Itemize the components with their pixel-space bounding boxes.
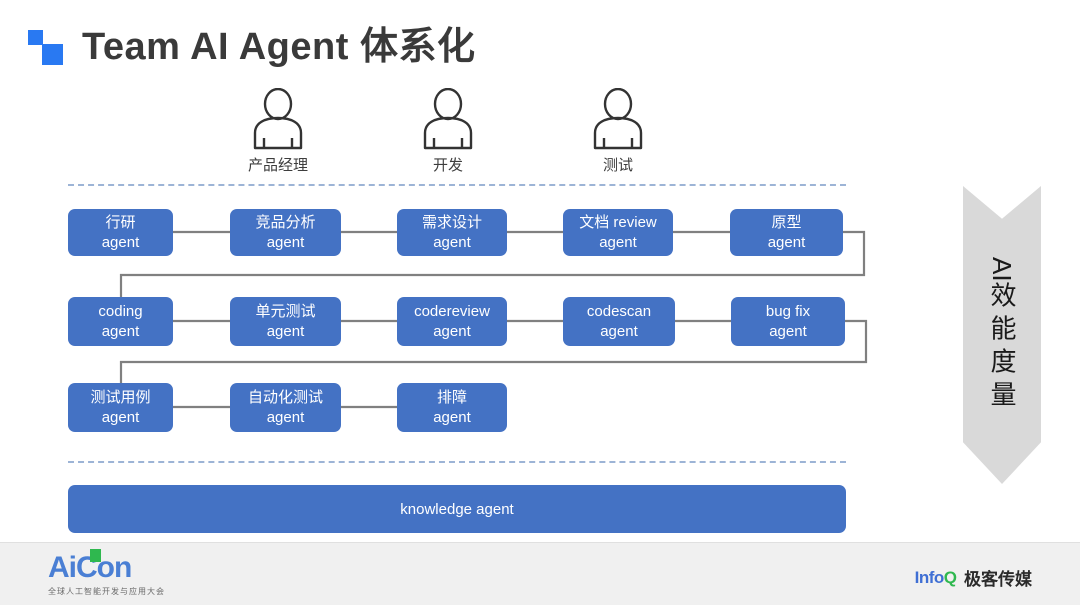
person-icon <box>253 88 303 150</box>
aicon-green-accent-icon <box>90 549 101 562</box>
separator-bottom <box>68 461 846 463</box>
infoq-info-text: Info <box>914 567 945 587</box>
geek-media-text: 极客传媒 <box>964 570 1032 589</box>
agent-box-line2: agent <box>266 408 305 426</box>
knowledge-agent-bar[interactable]: knowledge agent <box>68 485 846 533</box>
aicon-logo: AiCon 全球人工智能开发与应用大会 <box>48 549 165 597</box>
knowledge-agent-label: knowledge agent <box>400 500 514 518</box>
persona-development: 开发 <box>388 88 508 175</box>
page-title: Team AI Agent 体系化 <box>82 26 476 68</box>
agent-box-yuanxing[interactable]: 原型 agent <box>730 209 843 256</box>
agent-box-bugfix[interactable]: bug fix agent <box>731 297 845 346</box>
infoq-wordmark: InfoQ <box>915 568 957 588</box>
agent-box-line2: agent <box>266 322 305 340</box>
agent-box-line1: codescan <box>586 303 652 321</box>
agent-box-line2: agent <box>433 322 471 340</box>
agent-box-danyuanceshi[interactable]: 单元测试 agent <box>230 297 341 346</box>
arrow-text-stack: AI效能度量 <box>987 256 1017 414</box>
agent-box-wendang-review[interactable]: 文档 review agent <box>563 209 673 256</box>
logo-square-small <box>28 30 43 45</box>
agent-box-line1: 文档 review <box>579 214 657 232</box>
agent-box-line1: 自动化测试 <box>247 389 323 407</box>
agent-box-line1: 测试用例 <box>90 389 151 407</box>
agent-box-line2: agent <box>101 322 140 340</box>
title-row: Team AI Agent 体系化 <box>28 28 475 66</box>
agent-box-line1: codereview <box>414 303 490 321</box>
agent-box-line1: 竞品分析 <box>255 214 316 232</box>
aicon-tagline: 全球人工智能开发与应用大会 <box>48 587 165 596</box>
footer-bar: AiCon 全球人工智能开发与应用大会 InfoQ 极客传媒 <box>0 542 1080 605</box>
agent-box-jingpinfenxi[interactable]: 竞品分析 agent <box>230 209 341 256</box>
agent-box-line2: agent <box>433 233 471 251</box>
agent-box-line1: 排障 <box>436 389 467 407</box>
persona-label: 产品经理 <box>247 157 308 174</box>
arrow-text-cjk: 效能度量 <box>987 281 1017 414</box>
agent-box-ceshiyongli[interactable]: 测试用例 agent <box>68 383 173 432</box>
agent-box-line1: 行研 <box>105 214 136 232</box>
two-squares-logo-icon <box>28 30 64 65</box>
ai-metrics-arrow-text: AI效能度量 <box>963 186 1041 484</box>
agent-box-line2: agent <box>266 233 305 251</box>
person-icon <box>593 88 643 150</box>
agent-box-line2: agent <box>101 408 140 426</box>
agent-box-line2: agent <box>101 233 140 251</box>
agent-box-line2: agent <box>599 233 637 251</box>
agent-box-line1: 需求设计 <box>421 214 482 232</box>
separator-top <box>68 184 846 186</box>
agent-box-line1: bug fix <box>765 303 811 321</box>
arrow-text-latin: AI <box>987 256 1017 282</box>
agent-box-line2: agent <box>433 408 471 426</box>
agent-box-zidonghuaceshi[interactable]: 自动化测试 agent <box>230 383 341 432</box>
person-icon <box>423 88 473 150</box>
agent-box-line1: 原型 <box>771 214 802 232</box>
ai-metrics-arrow-ribbon <box>963 186 1041 484</box>
agent-box-line2: agent <box>767 233 806 251</box>
agent-box-codereview[interactable]: codereview agent <box>397 297 507 346</box>
agent-box-line1: coding <box>98 303 143 321</box>
persona-label: 开发 <box>432 157 463 174</box>
agent-box-xuqiusheji[interactable]: 需求设计 agent <box>397 209 507 256</box>
agent-box-line2: agent <box>769 322 807 340</box>
persona-testing: 测试 <box>558 88 678 175</box>
agent-box-codescan[interactable]: codescan agent <box>563 297 675 346</box>
agent-box-paizhang[interactable]: 排障 agent <box>397 383 507 432</box>
persona-product-manager: 产品经理 <box>218 88 338 175</box>
persona-label: 测试 <box>602 157 633 174</box>
agent-box-line1: 单元测试 <box>255 303 316 321</box>
infoq-q-text: Q <box>943 567 957 587</box>
agent-box-coding[interactable]: coding agent <box>68 297 173 346</box>
aicon-wordmark: AiCon <box>48 549 132 583</box>
agent-box-xingyan[interactable]: 行研 agent <box>68 209 173 256</box>
infoq-logo: InfoQ 极客传媒 <box>915 565 1032 590</box>
logo-square-large <box>42 44 63 65</box>
agent-box-line2: agent <box>600 322 638 340</box>
